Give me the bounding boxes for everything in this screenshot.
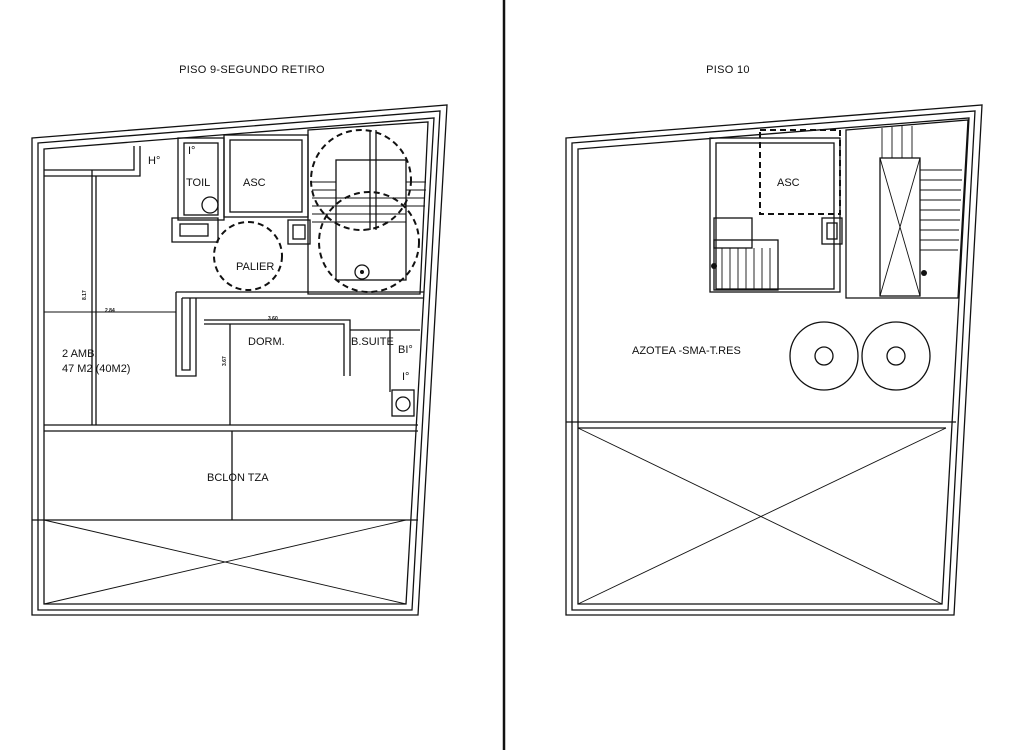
elevator-shaft: [223, 134, 309, 218]
stair-void-r: [879, 157, 921, 297]
duct-block-r-inner: [826, 222, 838, 240]
dim-label-2: 2.84: [105, 308, 115, 314]
stair-node: [354, 264, 370, 280]
dorm-wall-outer: [204, 319, 351, 376]
stair-treads: [312, 181, 426, 223]
duct-block: [287, 219, 311, 245]
stair-core: [335, 159, 407, 281]
dashed-circle-top: [310, 129, 412, 231]
palier-turning-circle: [213, 221, 283, 291]
dim-label-1: 8.17: [82, 290, 88, 300]
left-plan-title: PISO 9-SEGUNDO RETIRO: [179, 64, 325, 76]
room-label-amb: 2 AMB.: [62, 348, 97, 360]
stair-node-dot: [360, 270, 364, 274]
duct-block-inner: [292, 224, 306, 240]
room-label-area: 47 M2 (40M2): [62, 363, 130, 375]
dim-label-4: 3.67: [222, 356, 228, 366]
water-tank-left: [789, 321, 859, 391]
core-block-inner: [715, 142, 835, 290]
terrace-cross-r-2: [577, 427, 947, 605]
right-plan-title: PISO 10: [706, 64, 750, 76]
outer-wall: [31, 104, 448, 616]
right-floor-plan: PISO 10: [565, 64, 983, 616]
stair-enclosure: [307, 121, 429, 295]
stair-void-cross-2: [879, 157, 921, 297]
room-label-azotea: AZOTEA -SMA-T.RES: [632, 345, 741, 357]
stair-node-r-left: [711, 263, 717, 269]
room-label-toil: TOIL: [186, 177, 210, 189]
terrace-cross-r-1: [577, 427, 943, 605]
room-label-asc: ASC: [243, 177, 266, 189]
room-label-i2: I°: [402, 371, 409, 383]
elevator-dashed: [759, 129, 841, 215]
bsuite-toilet: [395, 396, 411, 412]
kitchen-stub-inner: [181, 298, 191, 371]
left-floor-plan: PISO 9-SEGUNDO RETIRO: [31, 64, 448, 616]
kitchen-stub: [175, 292, 197, 377]
terrace-cross-2: [43, 519, 407, 605]
outer-wall-r: [565, 104, 983, 616]
elevator-shaft-inner: [229, 139, 303, 213]
bsuite-fixture: [391, 389, 415, 417]
toilet-sink: [179, 223, 209, 237]
water-tank-right-core: [886, 346, 906, 366]
toilet-base: [171, 217, 219, 243]
toilet-fixture: [201, 196, 219, 214]
room-label-bi: BI°: [398, 344, 413, 356]
toilet-block-inner: [183, 142, 219, 216]
dim-label-3: 3.60: [268, 316, 278, 322]
room-label-h: H°: [148, 155, 160, 167]
room-label-asc-r: ASC: [777, 177, 800, 189]
dorm-wall: [204, 323, 345, 376]
outer-wall-r-inner-1: [571, 110, 976, 611]
duct-block-r: [821, 217, 843, 245]
room-label-balcon: BCLON TZA: [207, 472, 269, 484]
stair-tower-r: [845, 119, 969, 299]
upper-recess-inner: [44, 146, 141, 177]
water-tank-right: [861, 321, 931, 391]
lower-stair-treads: [721, 248, 771, 290]
room-label-bsuite: B.SUITE: [351, 336, 394, 348]
water-tank-left-core: [814, 346, 834, 366]
room-label-palier: PALIER: [236, 261, 274, 273]
outer-wall-inner-1: [37, 110, 441, 611]
stair-node-r-right: [921, 270, 927, 276]
dashed-circle-bottom: [318, 191, 420, 293]
stair-tower-treads: [881, 126, 962, 251]
room-label-dorm: DORM.: [248, 336, 285, 348]
room-label-i: I°: [188, 145, 195, 157]
stair-landing-r: [713, 217, 753, 249]
upper-recess: [44, 146, 135, 171]
